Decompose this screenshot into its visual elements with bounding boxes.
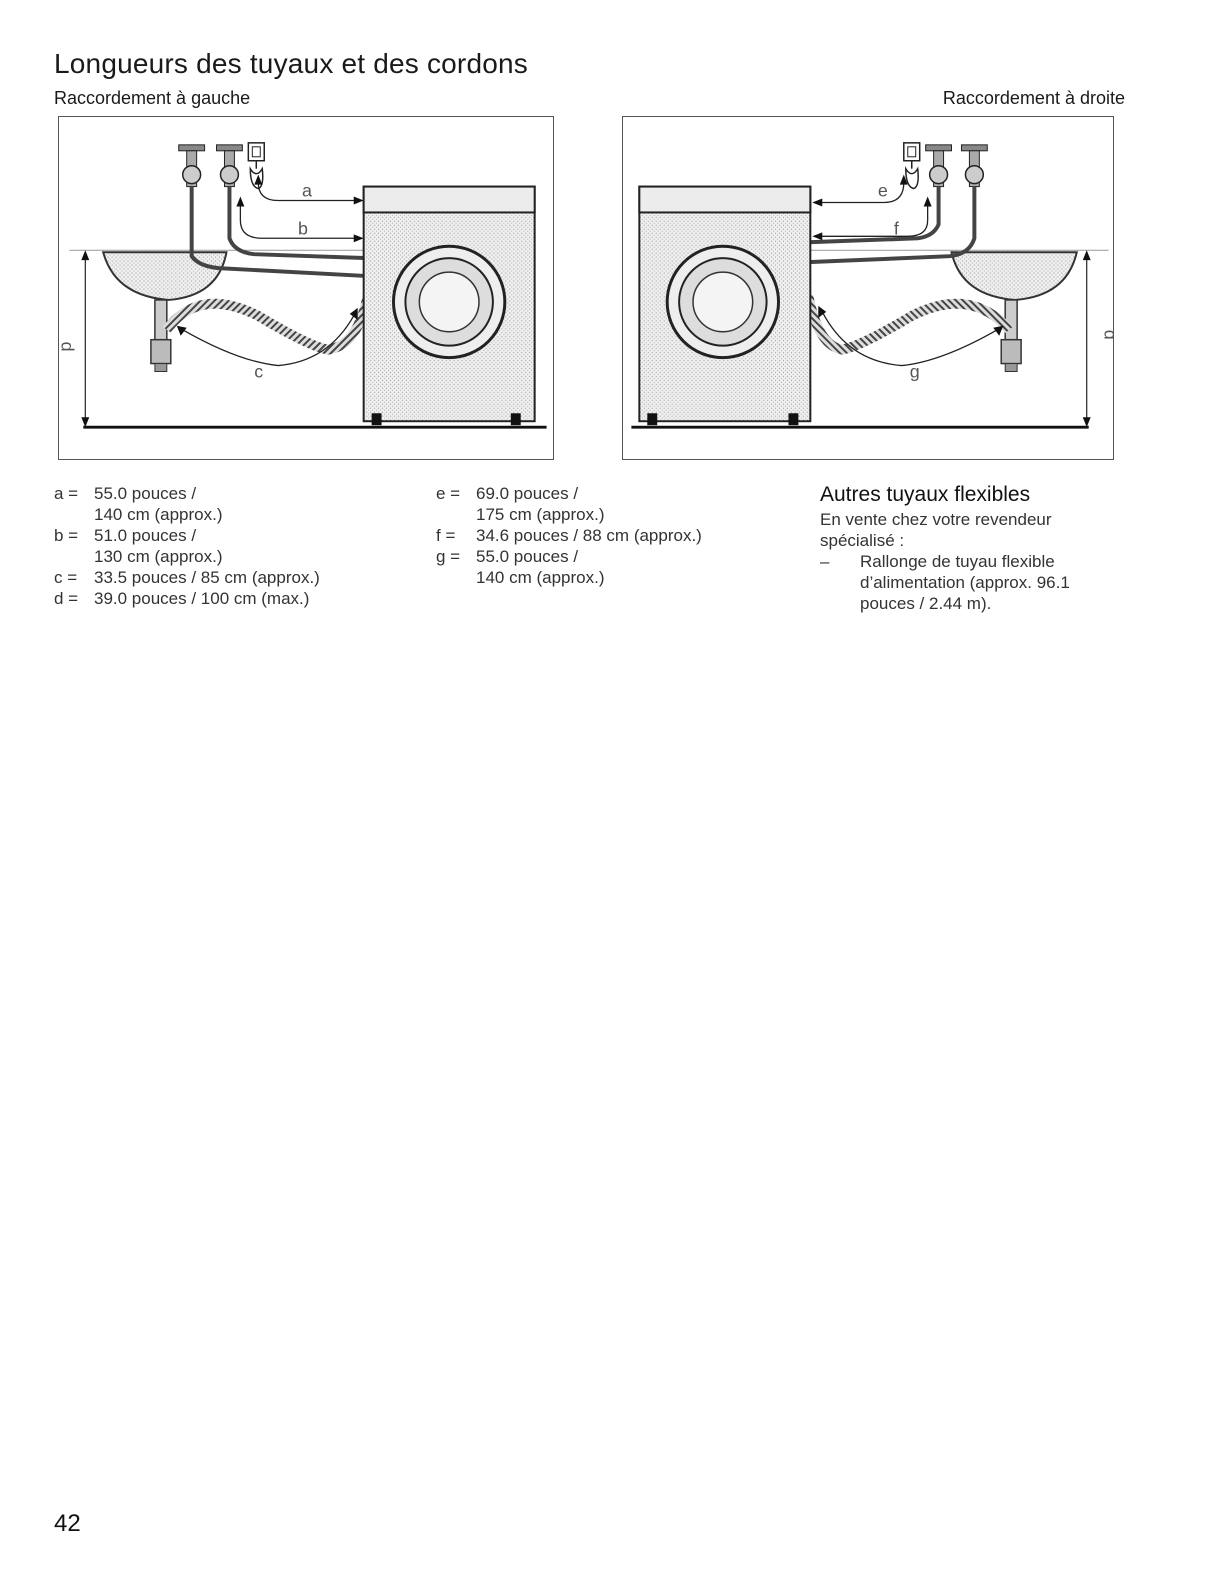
left-connection-diagram: d [58, 116, 554, 460]
label-a: a [302, 181, 312, 201]
dimension-arrow-f [812, 196, 932, 241]
right-connection-diagram: d e [622, 116, 1114, 460]
measurement-value: 140 cm (approx.) [94, 505, 223, 524]
other-hoses-heading: Autres tuyaux flexibles [820, 483, 1031, 506]
measurement-key: d = [54, 589, 79, 608]
label-d: d [1101, 330, 1113, 340]
right-diagram-svg: d e [631, 142, 1113, 429]
measurement-value: 51.0 pouces / [94, 526, 197, 545]
washing-machine-icon [362, 185, 536, 426]
bullet-dash: – [820, 552, 830, 571]
other-hoses-intro: En vente chez votre revendeur [820, 510, 1052, 529]
measurement-value: 55.0 pouces / [94, 484, 197, 503]
measurement-value: 55.0 pouces / [476, 547, 579, 566]
dimension-arrow-c [176, 307, 358, 367]
right-connection-caption: Raccordement à droite [942, 88, 1125, 108]
list-item: – Rallonge de tuyau flexible d’alimentat… [820, 551, 1120, 614]
measurement-key: g = [436, 547, 461, 566]
inlet-hose-2 [227, 186, 368, 261]
washing-machine-icon [638, 185, 812, 426]
measurement-list-right: e = 69.0 pouces / 175 cm (approx.) f = 34… [436, 483, 776, 588]
label-e: e [878, 181, 888, 201]
measurement-c: c = 33.5 pouces / 85 cm (approx.) [54, 567, 394, 588]
dimension-arrow-a [254, 174, 364, 205]
height-dimension-d [81, 250, 90, 428]
inlet-hose-1 [189, 186, 368, 279]
bullet-text: Rallonge de tuyau flexible [860, 552, 1055, 571]
power-outlet-icon [247, 142, 265, 190]
measurement-value: 69.0 pouces / [476, 484, 579, 503]
measurement-g: g = 55.0 pouces / 140 cm (approx.) [436, 546, 776, 588]
label-c: c [254, 361, 263, 381]
measurement-key: c = [54, 568, 78, 587]
label-b: b [298, 218, 308, 238]
inlet-hose-1 [808, 186, 977, 265]
measurement-value: 140 cm (approx.) [476, 568, 605, 587]
water-tap-icon [925, 144, 988, 188]
label-g: g [910, 361, 920, 381]
dimension-arrow-g [818, 305, 1004, 367]
dimension-arrow-b [236, 196, 364, 243]
measurement-value: 175 cm (approx.) [476, 505, 605, 524]
page-title: Longueurs des tuyaux et des cordons [54, 48, 528, 79]
measurement-value: 39.0 pouces / 100 cm (max.) [94, 589, 310, 608]
measurement-key: a = [54, 484, 79, 503]
other-hoses-section: Autres tuyaux flexibles En vente chez vo… [820, 483, 1120, 614]
measurement-list-left: a = 55.0 pouces / 140 cm (approx.) b = 51… [54, 483, 394, 609]
bullet-text: d’alimentation (approx. 96.1 [860, 573, 1070, 592]
measurement-d: d = 39.0 pouces / 100 cm (max.) [54, 588, 394, 609]
dimension-arrow-e [812, 174, 908, 207]
measurement-value: 130 cm (approx.) [94, 547, 223, 566]
other-hoses-intro: spécialisé : [820, 531, 905, 550]
height-dimension-d [1082, 250, 1091, 428]
measurement-f: f = 34.6 pouces / 88 cm (approx.) [436, 525, 776, 546]
left-diagram-svg: d [59, 142, 547, 429]
page-number: 42 [54, 1510, 81, 1537]
measurement-value: 34.6 pouces / 88 cm (approx.) [476, 526, 702, 545]
label-f: f [894, 218, 899, 238]
drain-hose [162, 294, 373, 355]
measurement-key: f = [436, 526, 456, 545]
left-connection-caption: Raccordement à gauche [54, 88, 251, 108]
power-outlet-icon [903, 142, 921, 190]
measurement-b: b = 51.0 pouces / 130 cm (approx.) [54, 525, 394, 567]
measurement-e: e = 69.0 pouces / 175 cm (approx.) [436, 483, 776, 525]
bullet-text: pouces / 2.44 m). [860, 594, 992, 613]
measurement-value: 33.5 pouces / 85 cm (approx.) [94, 568, 320, 587]
measurement-key: e = [436, 484, 461, 503]
sink-icon [950, 251, 1079, 373]
drain-hose [803, 294, 1013, 355]
water-tap-icon [178, 144, 243, 188]
label-d: d [59, 342, 77, 352]
measurement-a: a = 55.0 pouces / 140 cm (approx.) [54, 483, 394, 525]
sink-icon [101, 251, 228, 373]
measurement-key: b = [54, 526, 79, 545]
inlet-hose-2 [808, 186, 941, 245]
